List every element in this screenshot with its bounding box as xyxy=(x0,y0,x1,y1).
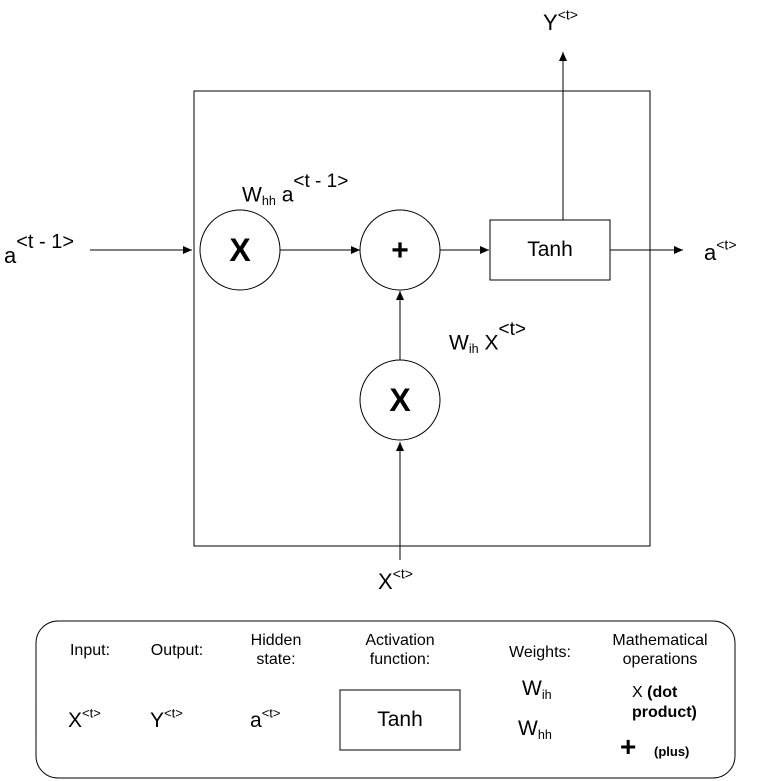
mult-symbol-hidden: X xyxy=(229,232,251,268)
legend-input-sup: <t> xyxy=(82,705,101,721)
legend-activation-title: Activation function: xyxy=(340,631,460,669)
legend-hidden-symbol: a<t> xyxy=(250,706,280,732)
legend-weight-ih-sub: ih xyxy=(541,687,552,702)
wih-var: X xyxy=(484,331,499,355)
legend-math-title-line1: Mathematical xyxy=(612,632,708,649)
legend-weight-ih-w: W xyxy=(522,677,542,700)
legend-box xyxy=(35,620,736,779)
legend-hidden-base: a xyxy=(250,709,262,732)
hidden-output-label: a<t> xyxy=(704,238,737,265)
legend-weight-hh-w: W xyxy=(518,717,538,740)
hidden-output-base: a xyxy=(704,240,717,265)
legend-dot-symbol: X xyxy=(632,684,643,701)
hidden-output-sup: <t> xyxy=(716,236,737,253)
wih-term-label: Wih X<t> xyxy=(449,320,526,357)
whh-sub: hh xyxy=(261,194,276,209)
prev-hidden-sup: <t - 1> xyxy=(16,231,75,253)
tanh-box xyxy=(489,219,611,281)
legend-math-title-line2: operations xyxy=(622,651,698,668)
legend-hidden-title: Hidden state: xyxy=(236,631,316,669)
wih-sub: ih xyxy=(468,342,479,357)
legend-weight-ih: Wih xyxy=(522,677,552,702)
mult-node-input xyxy=(359,359,441,441)
legend-activation-title-line2: function: xyxy=(369,651,431,668)
legend-hidden-title-line1: Hidden xyxy=(250,632,302,649)
wih-w: W xyxy=(449,331,469,355)
add-node xyxy=(359,209,441,291)
wih-sup: <t> xyxy=(498,319,526,340)
legend-output-base: Y xyxy=(150,709,165,732)
x-input-base: X xyxy=(378,569,393,594)
y-output-sup: <t> xyxy=(557,6,578,23)
legend-weight-hh-sub: hh xyxy=(537,727,552,742)
legend-dot-line2: product) xyxy=(632,704,697,721)
legend-output-sup: <t> xyxy=(164,705,183,721)
legend-plus-label: (plus) xyxy=(654,744,690,759)
prev-hidden-base: a xyxy=(4,243,17,268)
whh-w: W xyxy=(242,183,262,207)
legend-dot-line1: (dot xyxy=(647,684,678,701)
legend-hidden-sup: <t> xyxy=(261,705,281,721)
legend-hidden-title-line2: state: xyxy=(256,651,296,668)
whh-var: a xyxy=(281,183,294,207)
tanh-label: Tanh xyxy=(527,238,573,261)
legend-input-base: X xyxy=(68,709,83,732)
legend-math-title: Mathematical operations xyxy=(596,631,724,669)
rnn-cell-box xyxy=(193,90,651,547)
legend-weights-title: Weights: xyxy=(509,644,571,661)
legend-tanh-box xyxy=(339,689,461,751)
mult-node-hidden xyxy=(199,209,281,291)
legend-output-title: Output: xyxy=(150,642,204,659)
y-output-label: Y<t> xyxy=(543,8,578,35)
legend-input-title: Input: xyxy=(69,642,111,659)
legend-input-symbol: X<t> xyxy=(68,706,101,732)
y-output-base: Y xyxy=(543,10,558,35)
add-symbol: + xyxy=(391,234,409,267)
whh-sup: <t - 1> xyxy=(293,171,349,192)
whh-term-label: Whh a<t - 1> xyxy=(242,172,348,209)
mult-symbol-input: X xyxy=(389,382,411,418)
legend-tanh-label: Tanh xyxy=(377,708,423,731)
legend-activation-title-line1: Activation xyxy=(365,632,435,649)
legend-plus-symbol: + xyxy=(620,731,637,762)
legend-output-symbol: Y<t> xyxy=(150,706,183,732)
x-input-label: X<t> xyxy=(378,567,413,594)
legend-dot-product: X (dot xyxy=(632,685,677,701)
x-input-sup: <t> xyxy=(392,565,413,582)
legend-weight-hh: Whh xyxy=(518,717,552,742)
prev-hidden-label: a<t - 1> xyxy=(4,232,74,268)
